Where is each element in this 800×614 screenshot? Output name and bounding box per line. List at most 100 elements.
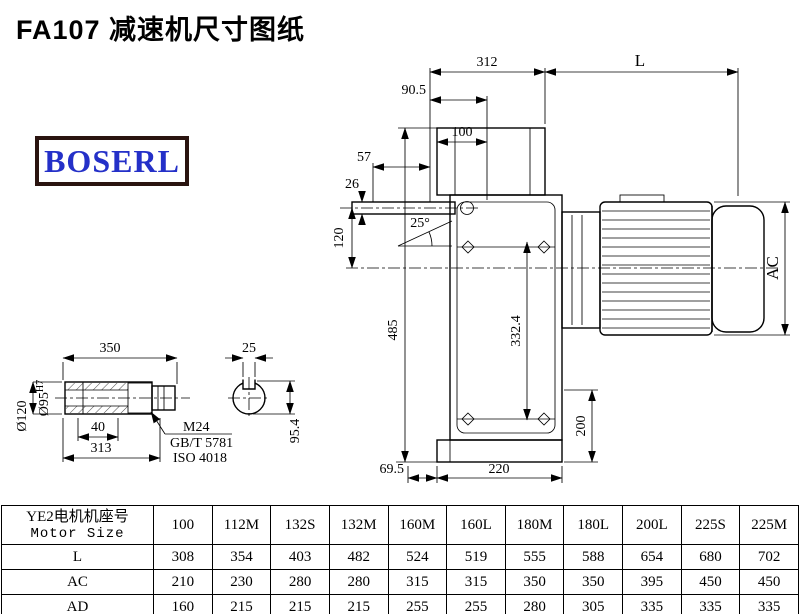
dim-value-cell: 280 bbox=[504, 594, 565, 614]
dim-angle-25: 25° bbox=[410, 216, 430, 231]
dim-value-cell: 315 bbox=[387, 569, 448, 595]
dim-90-5: 90.5 bbox=[402, 83, 427, 98]
dim-value-cell: 160 bbox=[153, 594, 213, 614]
brand-logo: BOSERL bbox=[35, 136, 189, 186]
dim-value-cell: 354 bbox=[211, 544, 272, 570]
flange-bolt-mark bbox=[461, 412, 475, 426]
motor-size-col-header: 225S bbox=[680, 505, 741, 545]
dim-312: 312 bbox=[477, 55, 498, 70]
dim-value-cell: 335 bbox=[680, 594, 741, 614]
dimension-lines bbox=[348, 68, 789, 482]
dim-value-cell: 680 bbox=[680, 544, 741, 570]
dia-95-tolerance: H7 bbox=[35, 380, 46, 392]
dim-200: 200 bbox=[574, 416, 589, 437]
dim-value-cell: 308 bbox=[153, 544, 213, 570]
dim-dia-95-h7: Ø95H7 bbox=[35, 380, 52, 416]
motor-size-col-header: 180L bbox=[563, 505, 623, 545]
motor-size-col-header: 180M bbox=[504, 505, 565, 545]
dim-69-5: 69.5 bbox=[380, 462, 405, 477]
page-title: FA107 减速机尺寸图纸 bbox=[16, 15, 306, 45]
flange-bolt-mark bbox=[537, 240, 551, 254]
dimension-labels-side: 350 25 40 313 Ø120 Ø95H7 95.4 M24 GB/T 5… bbox=[15, 341, 303, 466]
standard-iso-4018: ISO 4018 bbox=[173, 451, 227, 466]
dim-value-cell: 702 bbox=[739, 544, 799, 570]
dim-value-cell: 450 bbox=[680, 569, 741, 595]
technical-drawing: 312 L 90.5 100 57 26 120 25° 485 332.4 A… bbox=[15, 51, 790, 483]
dim-220: 220 bbox=[489, 462, 510, 477]
dim-value-cell: 335 bbox=[739, 594, 799, 614]
dimension-labels: 312 L 90.5 100 57 26 120 25° 485 332.4 A… bbox=[332, 51, 782, 477]
extension-lines bbox=[372, 68, 790, 483]
motor-size-col-header: 160M bbox=[387, 505, 448, 545]
dim-120: 120 bbox=[332, 228, 347, 249]
dim-value-cell: 215 bbox=[328, 594, 389, 614]
dia-95-value: Ø95 bbox=[37, 392, 52, 416]
shaft-body bbox=[55, 381, 190, 415]
shaft-cross-section bbox=[228, 377, 270, 419]
motor-size-header-cn: YE2电机机座号 bbox=[26, 508, 129, 525]
row-label: AD bbox=[1, 594, 154, 614]
dimension-lines-side bbox=[29, 354, 294, 462]
dim-L: L bbox=[635, 51, 645, 70]
motor-size-col-header: 132M bbox=[328, 505, 389, 545]
dim-26: 26 bbox=[345, 177, 359, 192]
motor-flange bbox=[561, 211, 601, 329]
dim-100: 100 bbox=[452, 125, 473, 140]
dim-332-4: 332.4 bbox=[509, 315, 524, 347]
dim-value-cell: 555 bbox=[504, 544, 565, 570]
dim-value-cell: 350 bbox=[563, 569, 623, 595]
dim-dia-120: Ø120 bbox=[15, 400, 30, 431]
dim-value-cell: 450 bbox=[739, 569, 799, 595]
motor bbox=[346, 194, 780, 336]
dim-25: 25 bbox=[242, 341, 256, 356]
dim-value-cell: 305 bbox=[563, 594, 623, 614]
motor-cooling-fins bbox=[602, 210, 710, 329]
flange-bolt-mark bbox=[537, 412, 551, 426]
dim-value-cell: 335 bbox=[622, 594, 682, 614]
flange-bolt-mark bbox=[461, 240, 475, 254]
dim-350: 350 bbox=[100, 341, 121, 356]
motor-size-col-header: 112M bbox=[211, 505, 272, 545]
dim-value-cell: 315 bbox=[446, 569, 506, 595]
main-view: 312 L 90.5 100 57 26 120 25° 485 332.4 A… bbox=[332, 51, 790, 483]
dim-value-cell: 482 bbox=[328, 544, 389, 570]
dim-value-cell: 215 bbox=[270, 594, 330, 614]
motor-size-col-header: 225M bbox=[739, 505, 799, 545]
dim-value-cell: 395 bbox=[622, 569, 682, 595]
dim-95-4: 95.4 bbox=[288, 419, 303, 444]
row-label: AC bbox=[1, 569, 154, 595]
fan-cover bbox=[711, 205, 765, 333]
dim-value-cell: 255 bbox=[387, 594, 448, 614]
dim-value-cell: 255 bbox=[446, 594, 506, 614]
dim-AC: AC bbox=[763, 256, 782, 280]
thread-callout-m24: M24 bbox=[183, 420, 209, 435]
motor-terminal-box bbox=[619, 194, 665, 203]
motor-size-col-header: 132S bbox=[270, 505, 330, 545]
gearbox-housing bbox=[436, 127, 563, 463]
motor-size-header-en: Motor Size bbox=[30, 525, 125, 542]
dim-value-cell: 654 bbox=[622, 544, 682, 570]
dim-value-cell: 350 bbox=[504, 569, 565, 595]
motor-body bbox=[599, 201, 713, 336]
dim-value-cell: 524 bbox=[387, 544, 448, 570]
dim-value-cell: 280 bbox=[270, 569, 330, 595]
standard-gbt-5781: GB/T 5781 bbox=[170, 436, 233, 451]
mounting-base bbox=[436, 439, 563, 463]
dim-40: 40 bbox=[91, 420, 105, 435]
dim-57: 57 bbox=[357, 150, 371, 165]
motor-size-col-header: 160L bbox=[446, 505, 506, 545]
row-label: L bbox=[1, 544, 154, 570]
dim-value-cell: 210 bbox=[153, 569, 213, 595]
brand-logo-text: BOSERL bbox=[44, 142, 180, 179]
dim-value-cell: 519 bbox=[446, 544, 506, 570]
callout-leader bbox=[150, 411, 166, 435]
dim-value-cell: 403 bbox=[270, 544, 330, 570]
dim-313: 313 bbox=[91, 441, 112, 456]
